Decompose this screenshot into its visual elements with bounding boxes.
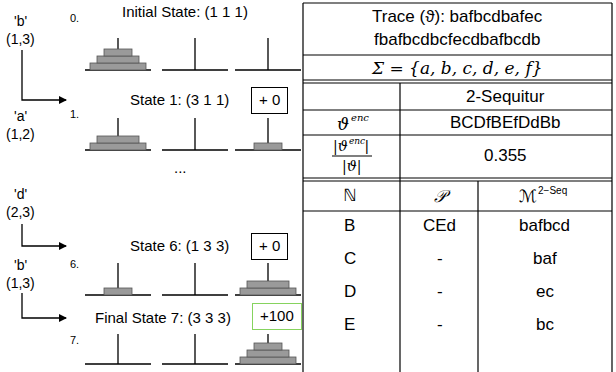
table-cell: E — [344, 316, 355, 335]
step-number: 0. — [70, 12, 79, 24]
state-title: Initial State: (1 1 1) — [122, 4, 248, 21]
table-cell: ec — [536, 283, 554, 302]
step-number: 1. — [70, 108, 79, 120]
table-cell: | — [365, 139, 369, 154]
table-cell: Σ = {a, b, c, d, e, f} — [372, 59, 543, 78]
table-cell: - — [437, 250, 443, 269]
table-cell: baf — [533, 250, 557, 269]
table-cell: 0.355 — [484, 147, 527, 166]
ellipsis: ... — [174, 160, 187, 177]
table-cell: |ϑ| — [342, 159, 361, 174]
state-title: State 6: (1 3 3) — [130, 238, 229, 255]
table-header: 2-Sequitur — [466, 88, 544, 107]
reward-box: +100 — [252, 303, 302, 330]
table-cell: - — [437, 316, 443, 335]
table-cell: C — [344, 250, 356, 269]
move-label: (2,3) — [6, 205, 35, 220]
action-label: 'b' — [14, 14, 27, 29]
table-header: ℕ — [343, 187, 357, 206]
table-cell: - — [437, 283, 443, 302]
step-number: 7. — [70, 334, 79, 346]
table-cell: |ϑ — [333, 139, 348, 154]
state-title: State 1: (3 1 1) — [130, 92, 229, 109]
table-cell: D — [344, 283, 356, 302]
action-label: 'b' — [14, 258, 27, 273]
step-number: 6. — [70, 258, 79, 270]
table-header: 𝒫 — [434, 187, 446, 206]
table-cell: BCDfBEfDdBb — [450, 114, 561, 133]
reward-value: + 0 — [259, 92, 280, 109]
table-cell: bc — [536, 316, 554, 335]
reward-box: + 0 — [251, 87, 288, 114]
table-cell: bafbcd — [519, 217, 570, 236]
reward-box: + 0 — [251, 233, 288, 260]
move-label: (1,3) — [6, 32, 35, 47]
table-cell: Trace (ϑ): bafbcdbafec — [372, 8, 542, 27]
reward-value: + 0 — [259, 238, 280, 255]
move-label: (1,2) — [6, 127, 35, 142]
state-title: Final State 7: (3 3 3) — [95, 310, 231, 327]
move-label: (1,3) — [6, 276, 35, 291]
superscript: enc — [349, 137, 365, 147]
table-cell: fbafbcdbcfecdbafbcdb — [374, 31, 540, 50]
table-cell: B — [344, 217, 355, 236]
superscript: enc — [351, 112, 369, 123]
reward-value: +100 — [260, 308, 294, 325]
superscript: 2−Seq — [538, 185, 567, 196]
table-header: ℳ — [519, 187, 537, 206]
table-cell: ϑ — [337, 115, 349, 134]
action-label: 'a' — [14, 109, 27, 124]
table-cell: CEd — [423, 217, 456, 236]
action-label: 'd' — [14, 187, 27, 202]
